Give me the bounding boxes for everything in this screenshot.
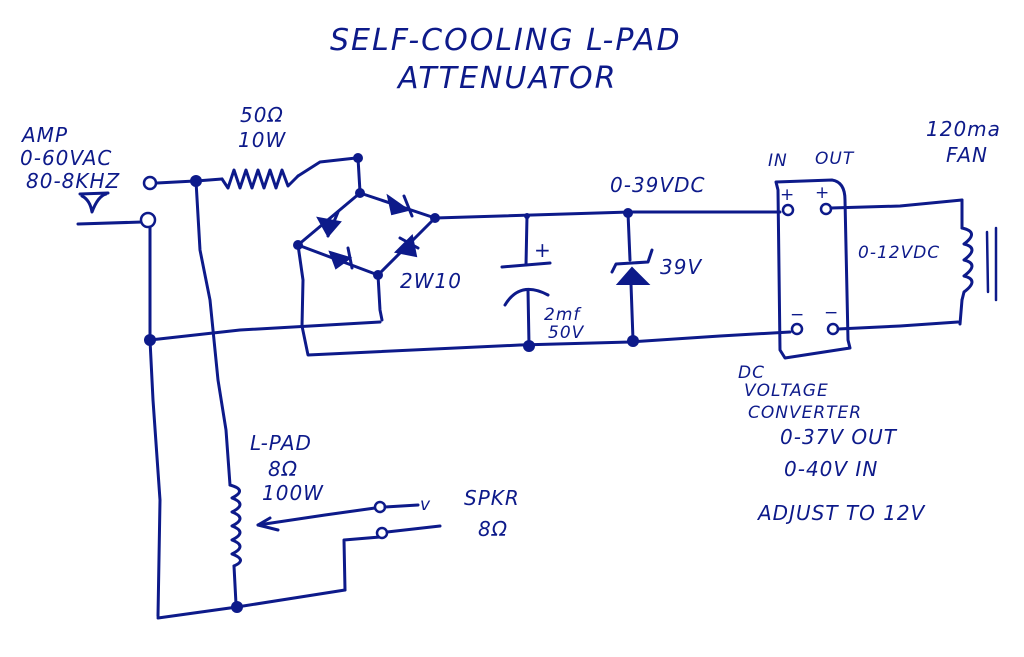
hot-rail-to-lpad xyxy=(194,179,232,487)
zener-triangle-icon xyxy=(615,266,651,285)
capacitor-top-lead xyxy=(524,214,529,267)
lpad-name: L-PAD xyxy=(250,431,312,455)
converter-name-line-2: VOLTAGE xyxy=(744,381,829,401)
series-resistor-power: 10W xyxy=(238,128,286,152)
lpad-power: 100W xyxy=(262,481,324,505)
capacitor-bottom-dot xyxy=(523,340,535,352)
amp-hot-terminal xyxy=(142,175,158,191)
capacitor-plate-curved xyxy=(503,287,550,307)
converter-in-minus-terminal xyxy=(790,322,804,336)
diode-2-bar xyxy=(326,210,340,238)
bridge-input-lead xyxy=(356,156,362,194)
amp-name: AMP xyxy=(20,123,68,147)
converter-in-plus-terminal xyxy=(781,203,795,217)
converter-in-spec: 0-40V IN xyxy=(784,457,878,481)
negative-dc-rail xyxy=(518,330,792,347)
zener-bottom-dot xyxy=(627,335,639,347)
capacitor xyxy=(500,213,552,352)
converter-out-minus: − xyxy=(824,303,839,323)
ground-rail-left xyxy=(148,225,162,618)
zener-diode xyxy=(610,208,654,347)
speaker-return-wire xyxy=(342,535,382,592)
diode-3-bar xyxy=(346,246,354,270)
title-line-2: ATTENUATOR xyxy=(396,61,617,96)
output-voltage-label: 0-12VDC xyxy=(858,243,940,263)
diode-1-bar xyxy=(402,194,414,218)
diode-4-bar xyxy=(398,236,420,250)
amp-hot-wire xyxy=(155,179,197,185)
lpad-bottom-lead xyxy=(232,564,238,606)
amp-frequency-spec: 80-8KHZ xyxy=(26,169,121,193)
fan-coil xyxy=(960,226,974,302)
speaker-impedance: 8Ω xyxy=(478,517,508,541)
fan-motor-icon xyxy=(958,198,998,326)
bridge-left-to-negative-rail xyxy=(296,243,522,357)
converter-out-label: OUT xyxy=(815,149,855,169)
converter-name-line-3: CONVERTER xyxy=(748,403,862,423)
bridge-part-label: 2W10 xyxy=(400,269,462,293)
fan-name: FAN xyxy=(946,143,988,167)
zener-bottom-lead xyxy=(629,282,635,342)
series-resistor-value: 50Ω xyxy=(240,103,284,127)
ac-signal-icon xyxy=(80,192,108,214)
amp-label-group: AMP 0-60VAC 80-8KHZ xyxy=(20,123,121,193)
dc-rail-label: 0-39VDC xyxy=(610,173,705,197)
capacitor-voltage: 50V xyxy=(548,323,585,343)
series-resistor-symbol xyxy=(220,168,300,190)
bridge-bottom-lead xyxy=(376,273,384,322)
dc-voltage-converter: IN OUT + + − − xyxy=(768,149,855,360)
amp-voltage-spec: 0-60VAC xyxy=(20,146,112,170)
amp-ground-wire-in xyxy=(76,220,144,226)
zener-value: 39V xyxy=(660,255,702,279)
diode-3-icon xyxy=(328,250,353,270)
speaker-return-lead xyxy=(385,524,442,534)
bridge-outline xyxy=(296,191,437,277)
speaker-signal-symbol: v xyxy=(420,495,431,515)
lpad-resistor-symbol xyxy=(228,483,242,568)
lpad-wiper-wire xyxy=(256,506,377,527)
fan-core-line-1 xyxy=(985,230,990,294)
converter-in-label: IN xyxy=(768,151,788,171)
diode-1-icon xyxy=(386,193,411,216)
converter-out-spec: 0-37V OUT xyxy=(780,425,898,449)
fan-positive-wire xyxy=(829,198,964,210)
capacitor-value: 2mf xyxy=(544,305,582,325)
converter-box xyxy=(774,178,852,360)
lpad-impedance: 8Ω xyxy=(268,457,298,481)
lpad-wiper-arrow-icon xyxy=(256,516,280,532)
fan-coil-bottom-lead xyxy=(958,298,964,326)
converter-name-line-1: DC xyxy=(738,363,765,383)
title-line-1: SELF-COOLING L-PAD xyxy=(330,23,682,58)
positive-dc-rail xyxy=(433,210,782,220)
capacitor-bottom-lead xyxy=(526,288,531,347)
amp-wire-top xyxy=(78,191,110,196)
fan-current: 120ma xyxy=(926,117,1001,141)
resistor-lead-left xyxy=(194,177,224,183)
speaker-hot-lead xyxy=(383,503,420,509)
amp-ground-terminal xyxy=(139,211,157,229)
lpad-rheostat xyxy=(228,483,377,613)
resistor-lead-right xyxy=(296,156,358,178)
converter-in-minus: − xyxy=(790,305,805,325)
converter-in-plus: + xyxy=(780,185,795,205)
ground-rail-bottom xyxy=(156,588,347,620)
capacitor-plate-straight xyxy=(500,261,552,269)
ground-return-wire xyxy=(148,320,382,342)
converter-out-plus: + xyxy=(815,183,830,203)
converter-out-plus-terminal xyxy=(819,202,833,216)
bridge-rectifier xyxy=(293,153,440,280)
zener-bar xyxy=(610,248,654,274)
converter-adjust-note: ADJUST TO 12V xyxy=(756,501,926,525)
capacitor-polarity: + xyxy=(534,238,552,262)
speaker-return-terminal xyxy=(375,526,389,540)
fan-negative-wire xyxy=(836,320,960,331)
zener-top-lead xyxy=(626,211,632,262)
speaker-name: SPKR xyxy=(464,486,520,510)
